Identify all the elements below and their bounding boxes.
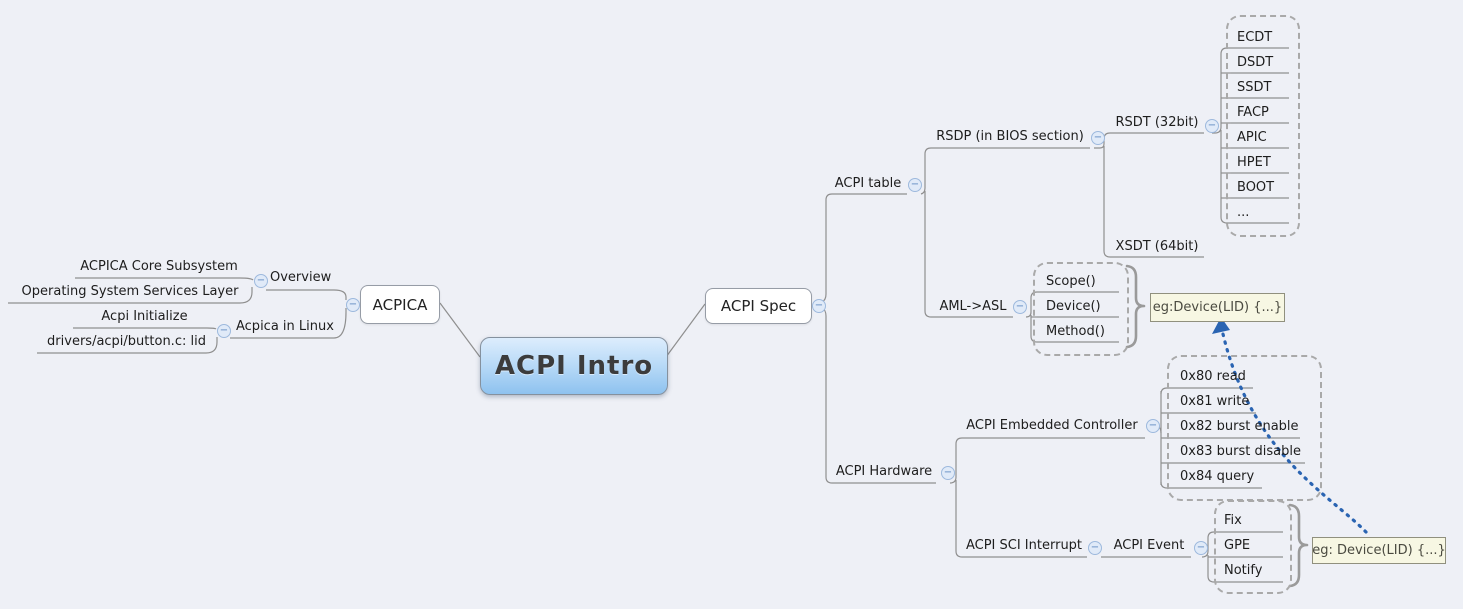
topic-acpi-sci-interrupt[interactable]: ACPI SCI Interrupt bbox=[965, 538, 1083, 553]
list-item[interactable]: APIC bbox=[1237, 130, 1267, 145]
list-item[interactable]: Fix bbox=[1224, 513, 1242, 528]
central-topic[interactable]: ACPI Intro bbox=[480, 337, 668, 395]
list-item[interactable]: 0x84 query bbox=[1180, 469, 1255, 484]
topic-acpi-hardware[interactable]: ACPI Hardware bbox=[835, 464, 933, 479]
collapse-icon[interactable]: − bbox=[1013, 300, 1027, 314]
collapse-icon[interactable]: − bbox=[1088, 541, 1102, 555]
list-item[interactable]: 0x82 burst enable bbox=[1180, 419, 1299, 434]
topic-acpica-in-linux[interactable]: Acpica in Linux bbox=[236, 319, 334, 334]
list-item[interactable]: BOOT bbox=[1237, 180, 1275, 195]
list-item[interactable]: Notify bbox=[1224, 563, 1263, 578]
list-item[interactable]: 0x83 burst disable bbox=[1180, 444, 1301, 459]
callout-device-lid-top[interactable]: eg:Device(LID) {...} bbox=[1150, 293, 1285, 322]
topic-acpi-event[interactable]: ACPI Event bbox=[1113, 538, 1185, 553]
topic-acpi-spec[interactable]: ACPI Spec bbox=[705, 288, 812, 324]
topic-overview[interactable]: Overview bbox=[270, 270, 332, 285]
list-item[interactable]: HPET bbox=[1237, 155, 1271, 170]
topic-xsdt-64bit[interactable]: XSDT (64bit) bbox=[1115, 239, 1199, 254]
topic-acpi-table[interactable]: ACPI table bbox=[834, 176, 902, 191]
list-item[interactable]: FACP bbox=[1237, 105, 1269, 120]
topic-aml-asl[interactable]: AML->ASL bbox=[939, 299, 1007, 314]
collapse-icon[interactable]: − bbox=[1146, 419, 1160, 433]
list-item[interactable]: Scope() bbox=[1046, 274, 1096, 289]
topic-acpi-embedded-controller[interactable]: ACPI Embedded Controller bbox=[966, 418, 1138, 433]
collapse-icon[interactable]: − bbox=[941, 466, 955, 480]
collapse-icon[interactable]: − bbox=[217, 324, 231, 338]
topic-rsdp[interactable]: RSDP (in BIOS section) bbox=[936, 129, 1084, 144]
collapse-icon[interactable]: − bbox=[1194, 541, 1208, 555]
list-item[interactable]: GPE bbox=[1224, 538, 1251, 553]
list-item[interactable]: Method() bbox=[1046, 324, 1105, 339]
list-item[interactable]: ... bbox=[1237, 205, 1250, 220]
collapse-icon[interactable]: − bbox=[908, 178, 922, 192]
collapse-icon[interactable]: − bbox=[254, 274, 268, 288]
list-item[interactable]: SSDT bbox=[1237, 80, 1272, 95]
boundary-rsdt-tables bbox=[1226, 15, 1300, 237]
list-item[interactable]: DSDT bbox=[1237, 55, 1274, 70]
topic-acpica-core-subsystem[interactable]: ACPICA Core Subsystem bbox=[80, 259, 238, 274]
collapse-icon[interactable]: − bbox=[812, 299, 826, 313]
collapse-icon[interactable]: − bbox=[1091, 131, 1105, 145]
collapse-icon[interactable]: − bbox=[1205, 119, 1219, 133]
topic-acpi-initialize[interactable]: Acpi Initialize bbox=[101, 309, 188, 324]
topic-acpica[interactable]: ACPICA bbox=[360, 285, 440, 324]
list-item[interactable]: 0x81 write bbox=[1180, 394, 1250, 409]
list-item[interactable]: 0x80 read bbox=[1180, 369, 1246, 384]
topic-drivers-button-lid[interactable]: drivers/acpi/button.c: lid bbox=[47, 334, 206, 349]
list-item[interactable]: Device() bbox=[1046, 299, 1101, 314]
topic-os-services-layer[interactable]: Operating System Services Layer bbox=[21, 284, 239, 299]
list-item[interactable]: ECDT bbox=[1237, 30, 1273, 45]
topic-rsdt-32bit[interactable]: RSDT (32bit) bbox=[1115, 115, 1199, 130]
callout-device-lid-bottom[interactable]: eg: Device(LID) {...} bbox=[1312, 537, 1446, 564]
collapse-icon[interactable]: − bbox=[346, 298, 360, 312]
